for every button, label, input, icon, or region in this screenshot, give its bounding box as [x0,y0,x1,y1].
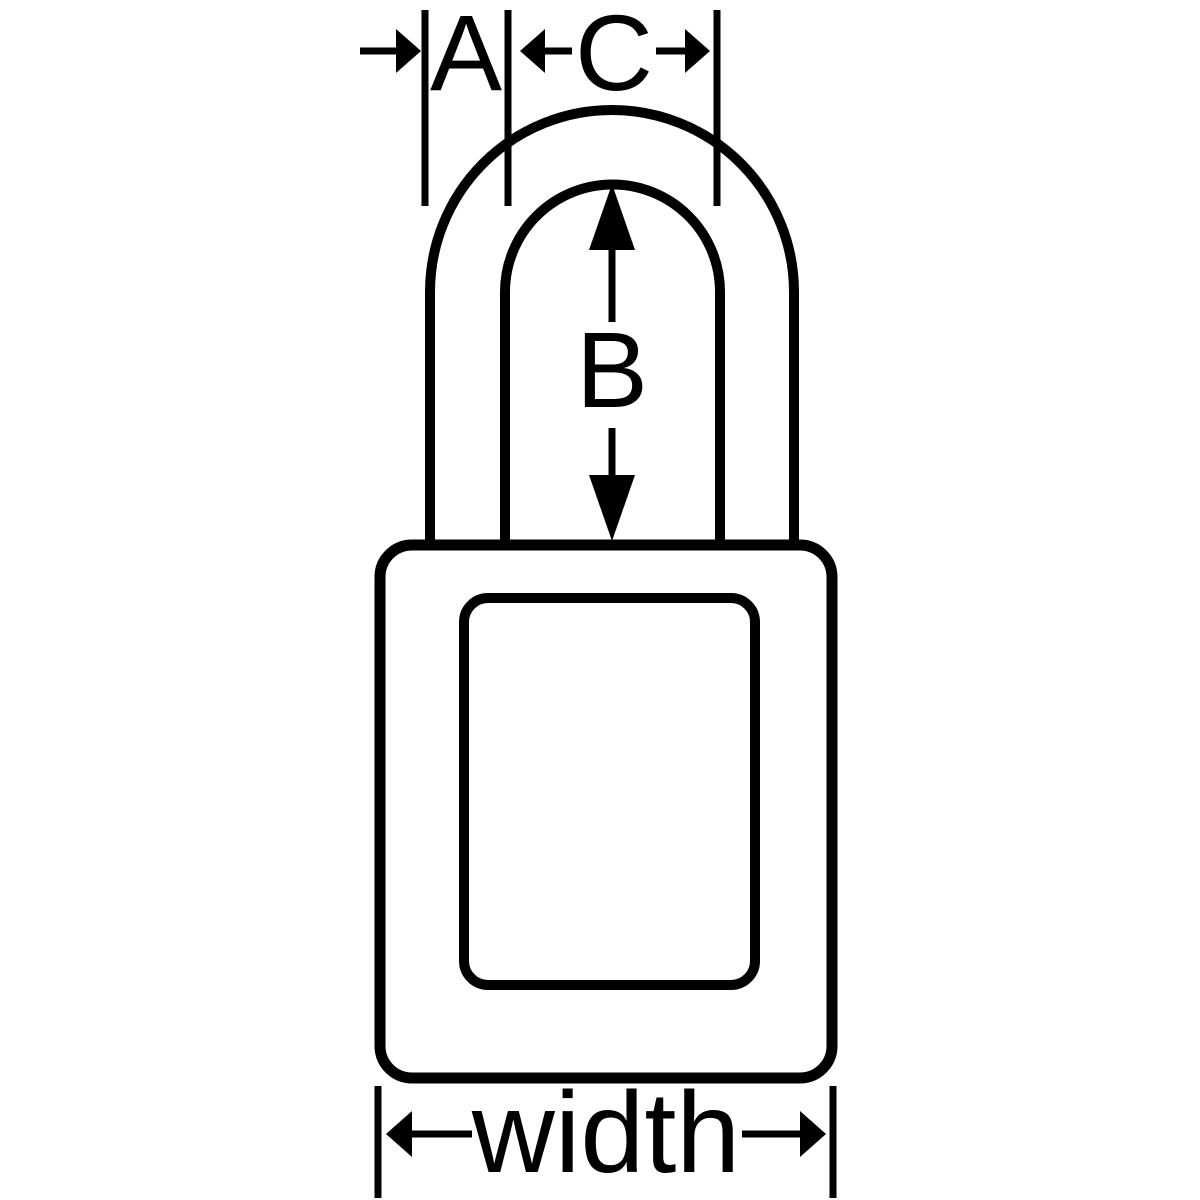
padlock-label-window [459,593,760,990]
padlock-drawing [374,105,838,1084]
dim-a-label: A [430,0,502,113]
dim-width-arrowhead-left-icon [386,1111,412,1157]
dimension-width: width [374,1069,837,1198]
dimension-b: B [576,184,648,541]
dim-width-arrowhead-right-icon [800,1111,826,1157]
dim-b-arrowhead-down-icon [589,475,635,541]
dim-c-arrowhead-right-icon [685,29,710,73]
dim-a-arrowhead-right-icon [396,29,421,73]
dim-b-label: B [576,309,648,430]
dim-c-arrowhead-left-icon [520,29,545,73]
dim-b-arrowhead-up-icon [589,184,635,250]
dim-c-label: C [575,0,653,113]
dimension-a: A [360,0,512,206]
padlock-shackle [425,105,799,560]
dim-width-label: width [471,1069,740,1197]
dimension-c: C [520,0,721,206]
